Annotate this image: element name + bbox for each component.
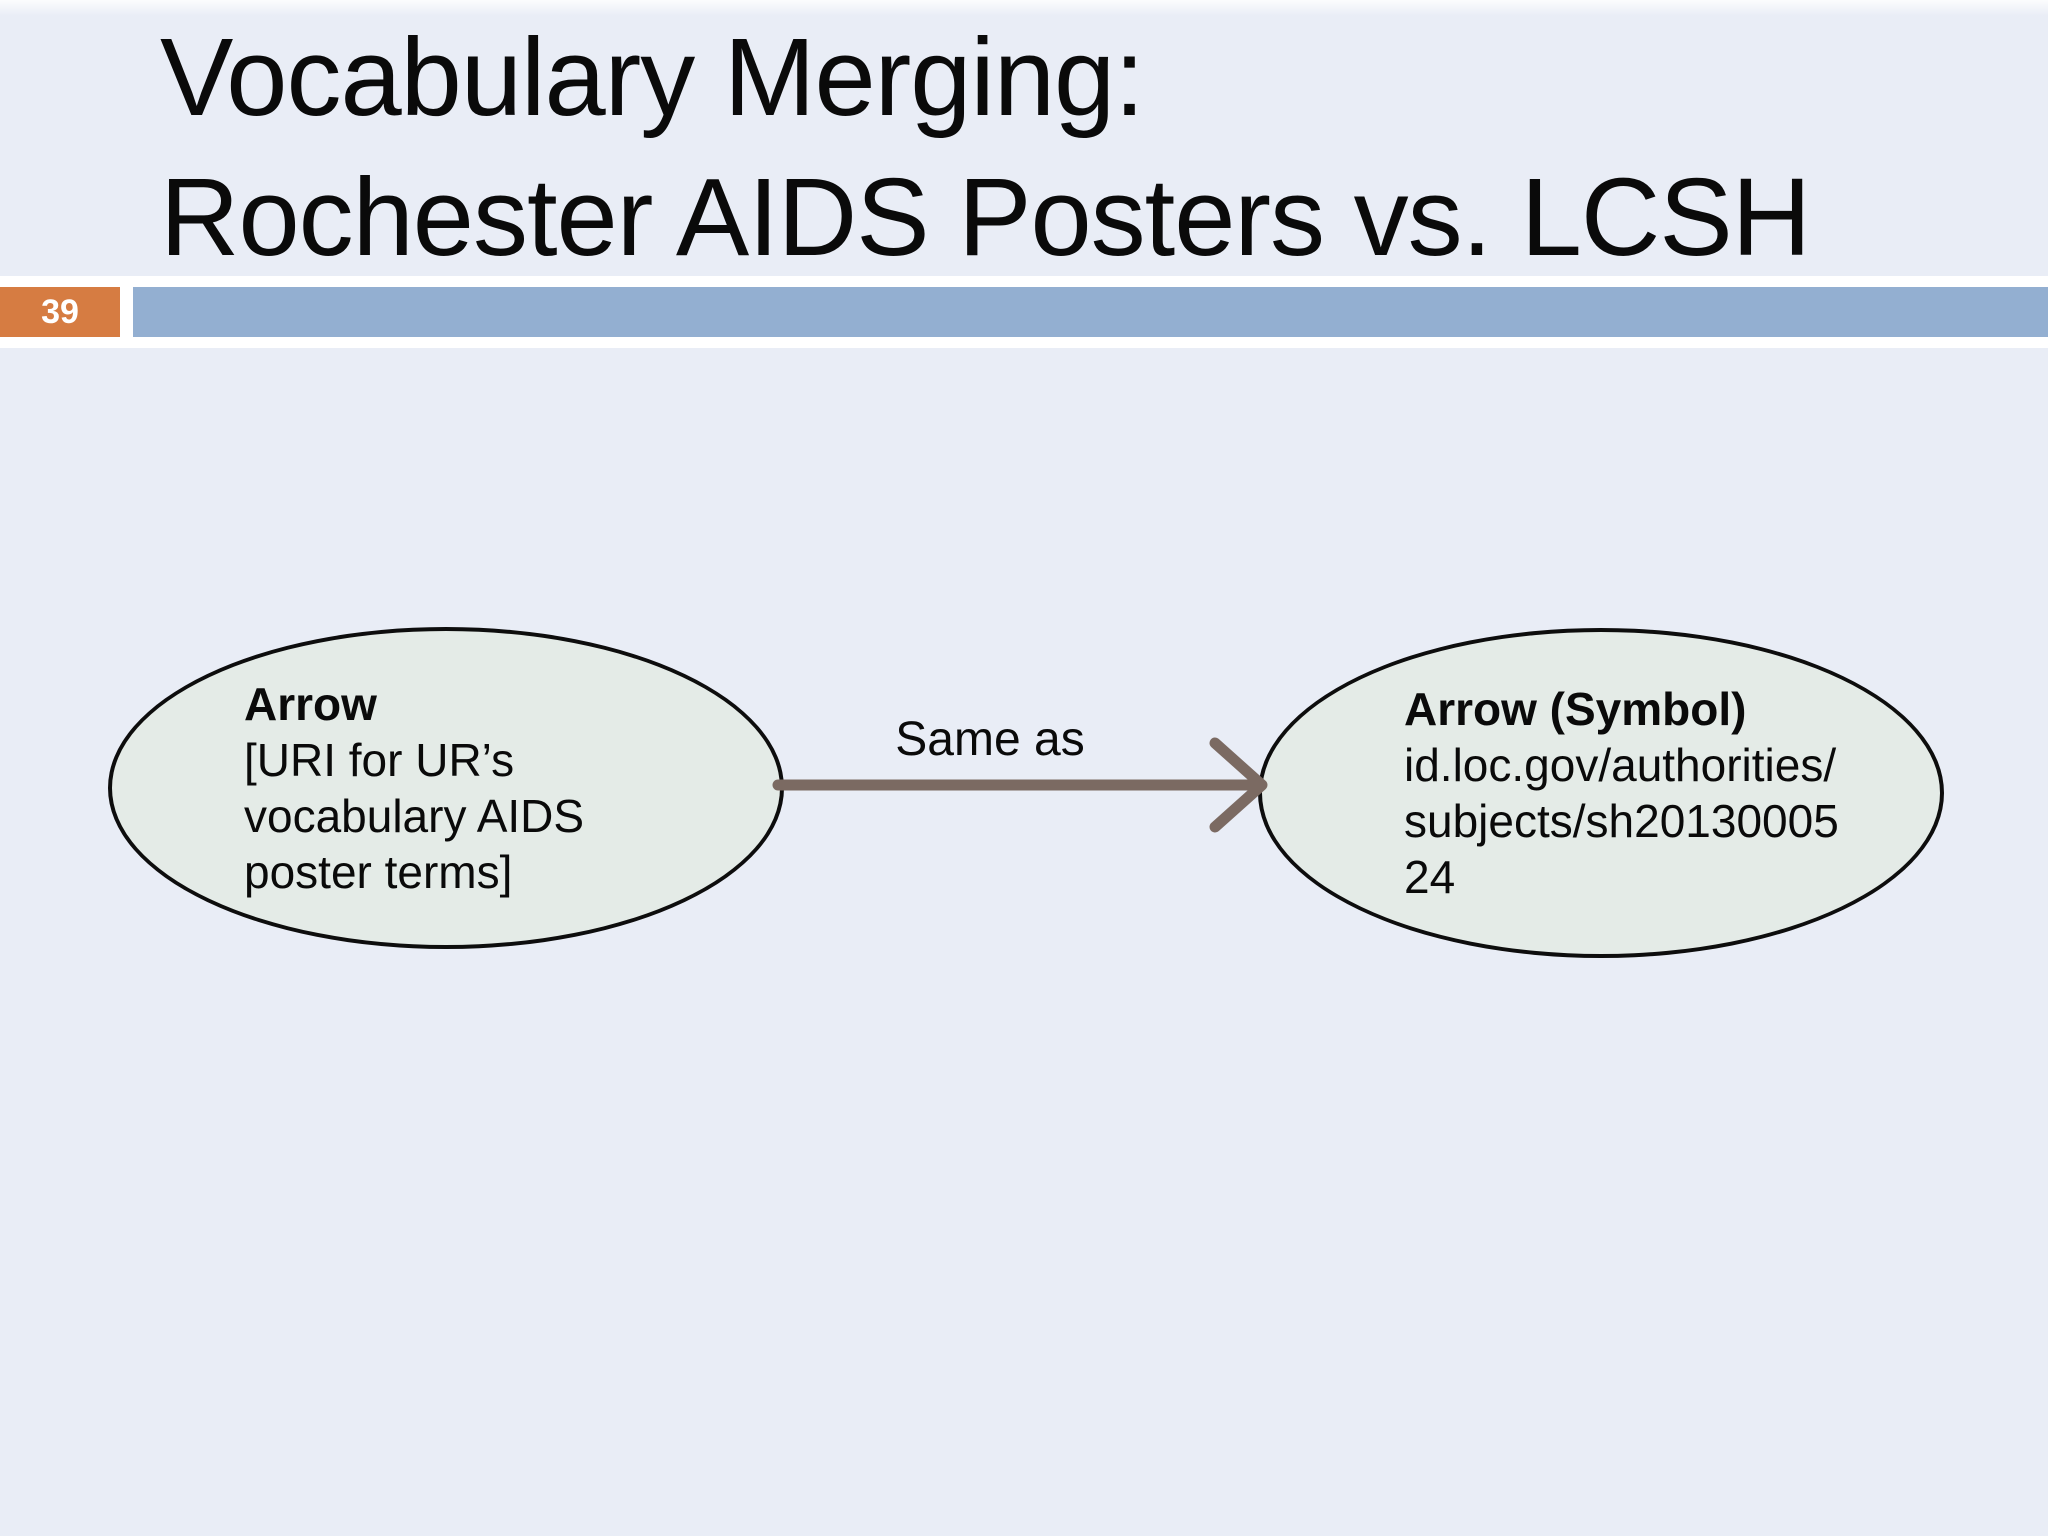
node-left-ellipse: Arrow [URI for UR’s vocabulary AIDS post… — [108, 627, 784, 949]
header-band: 39 — [0, 276, 2048, 348]
node-right-text: Arrow (Symbol) id.loc.gov/authorities/ s… — [1404, 681, 1940, 905]
page-number-badge: 39 — [0, 287, 120, 337]
slide-title-line2: Rochester AIDS Posters vs. LCSH — [160, 156, 1811, 279]
arrow-head-icon — [1209, 737, 1268, 833]
node-left-title: Arrow — [244, 678, 377, 730]
slide-title-line1: Vocabulary Merging: — [160, 16, 1145, 139]
node-right-line: subjects/sh20130005 — [1404, 795, 1839, 847]
same-as-arrow — [772, 737, 1268, 833]
node-right-title: Arrow (Symbol) — [1404, 683, 1747, 735]
page-number: 39 — [41, 292, 79, 331]
slide-title: Vocabulary Merging: Rochester AIDS Poste… — [160, 8, 2008, 288]
node-left-line: [URI for UR’s — [244, 734, 515, 786]
node-left-line: vocabulary AIDS — [244, 790, 585, 842]
accent-bar — [133, 287, 2048, 337]
edge-label: Same as — [895, 713, 1085, 766]
node-right-line: 24 — [1404, 851, 1456, 903]
node-right-line: id.loc.gov/authorities/ — [1404, 739, 1837, 791]
node-right-ellipse: Arrow (Symbol) id.loc.gov/authorities/ s… — [1258, 628, 1944, 958]
node-left-text: Arrow [URI for UR’s vocabulary AIDS post… — [244, 676, 780, 900]
node-left-line: poster terms] — [244, 846, 513, 898]
